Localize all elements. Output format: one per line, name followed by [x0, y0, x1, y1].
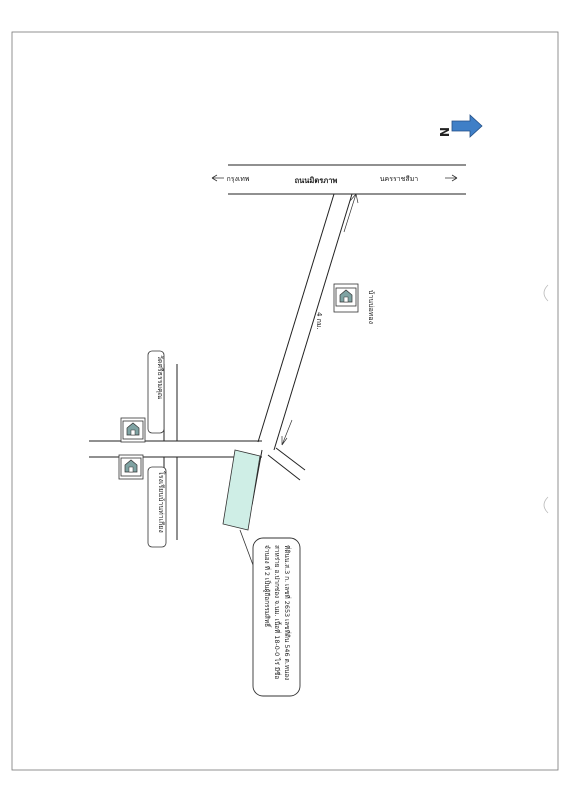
north-compass: N — [437, 114, 483, 138]
branch-road-3 — [275, 447, 306, 471]
village-landmark: บ้านบ่อทอง — [333, 283, 375, 324]
punch-hole-top — [543, 284, 549, 302]
temple-label: วัดศรีธรรมคุณ — [156, 355, 164, 400]
callout-line-1: ที่ดินน.ส.3 ก. เลขที่ 2653 เลขที่ดิน 546… — [283, 545, 292, 680]
page-border — [11, 31, 559, 771]
north-letter: N — [437, 127, 451, 137]
plot-callout: ที่ดินน.ส.3 ก. เลขที่ 2653 เลขที่ดิน 546… — [252, 537, 301, 697]
arrow-left-icon — [211, 174, 224, 182]
plot-callout-pointer — [239, 529, 254, 566]
temple-landmark: วัดศรีธรรมคุณ — [120, 350, 165, 443]
callout-line-2: สาหร่าย อ.ปากช่อง จ.นม. เนื้อที่ 18-0-0 … — [273, 545, 282, 679]
distance-label: 4 กม. — [315, 312, 323, 330]
school-landmark: โรงเรียนบ้านท่าเกียง — [118, 454, 167, 548]
highway-left-destination: กรุงเทพ — [226, 175, 249, 183]
arrow-right-icon — [445, 174, 458, 182]
branch-road-2 — [267, 454, 301, 481]
road-arrow-down-icon — [281, 419, 293, 446]
village-label: บ้านบ่อทอง — [367, 290, 375, 324]
callout-line-3: จำนอง ที่ 2 เป็นผู้ถือกรรมสิทธิ์ — [263, 545, 272, 628]
land-plot — [222, 449, 261, 531]
punch-hole-bottom — [543, 496, 549, 514]
village-building-icon — [335, 287, 357, 307]
highway-right-destination: นครราชสีมา — [380, 175, 419, 183]
north-arrow-icon — [451, 114, 483, 138]
side-road: 4 กม. — [257, 193, 359, 451]
road-arrow-up-icon — [343, 193, 359, 233]
school-label: โรงเรียนบ้านท่าเกียง — [157, 471, 166, 533]
highway-mittraphap: ถนนมิตรภาพ กรุงเทพ นครราชสีมา — [211, 164, 466, 195]
school-building-icon — [120, 457, 142, 477]
lower-road — [89, 440, 262, 458]
highway-name-label: ถนนมิตรภาพ — [295, 176, 338, 185]
temple-building-icon — [122, 420, 144, 440]
